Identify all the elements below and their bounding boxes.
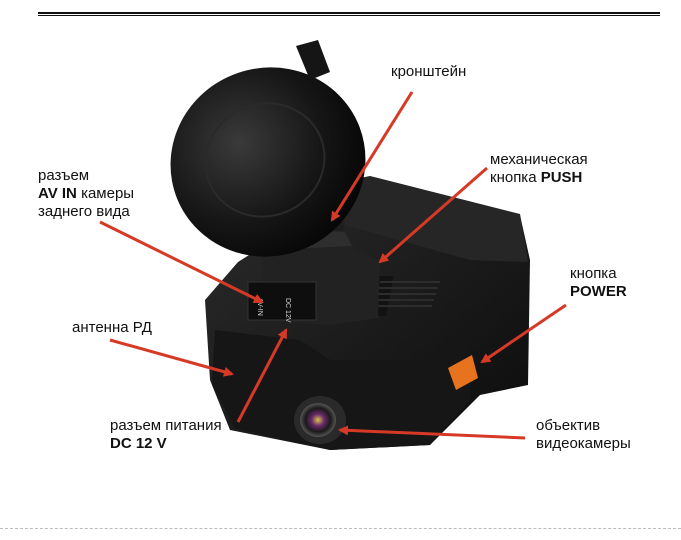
label-av-line1: разъем: [38, 166, 89, 185]
label-av-text: камеры: [77, 185, 134, 202]
label-av-bold: AV IN: [38, 185, 77, 202]
label-power-line1: кнопка: [570, 264, 617, 283]
label-push-line1: механическая: [490, 150, 588, 169]
label-push-line2: кнопка PUSH: [490, 168, 582, 187]
label-power-line2: POWER: [570, 282, 627, 301]
label-av-line3: заднего вида: [38, 202, 130, 221]
label-lens-line2: видеокамеры: [536, 434, 631, 453]
label-av-line2: AV IN камеры: [38, 184, 134, 203]
label-push-bold: PUSH: [541, 169, 583, 186]
label-antenna: антенна РД: [72, 318, 152, 337]
lens-glass: [300, 403, 336, 437]
label-bracket: кронштейн: [391, 62, 466, 81]
dc-marking: DC 12V: [284, 298, 291, 323]
label-dc-line2: DC 12 V: [110, 434, 167, 453]
label-dc-line1: разъем питания: [110, 416, 222, 435]
label-push-text: кнопка: [490, 169, 541, 186]
footer-rule: [0, 528, 681, 529]
label-lens-line1: объектив: [536, 416, 600, 435]
